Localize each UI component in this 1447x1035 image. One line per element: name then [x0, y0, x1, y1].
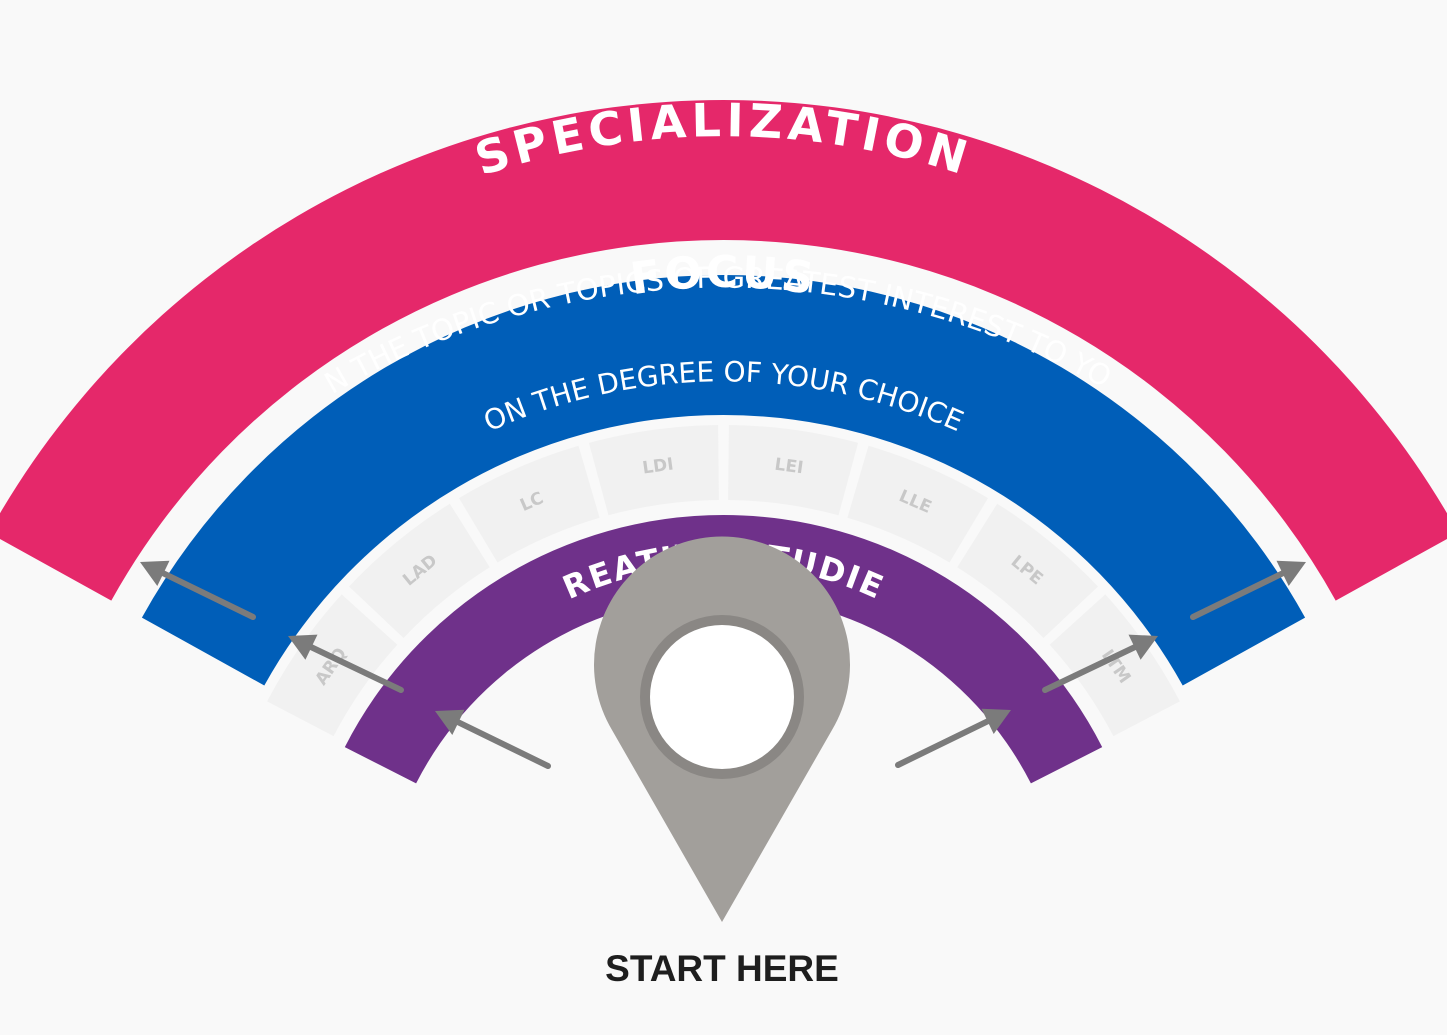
degree-segment-lle [847, 445, 988, 563]
arrow-head [1276, 560, 1306, 586]
map-pin-hole [650, 625, 794, 769]
arrow-icon [1042, 634, 1158, 693]
focus-band [141, 275, 1306, 686]
arrow-head [288, 634, 318, 660]
arrow-head [981, 708, 1011, 734]
map-pin-icon [594, 536, 851, 922]
degree-segment-ltm [1049, 594, 1180, 737]
degree-segment-ldi [588, 425, 719, 516]
arrow-shaft [304, 642, 404, 693]
degree-segment-arq [267, 594, 398, 737]
arrow-shaft [1042, 642, 1142, 693]
arrows [140, 560, 1306, 769]
start-here-label: START HERE [605, 948, 839, 989]
arrow-shaft [451, 717, 551, 769]
arrow-shaft [895, 716, 995, 768]
arrow-icon [435, 709, 551, 769]
degree-segment-lei [728, 425, 859, 516]
creative-studies-band [344, 515, 1103, 784]
degree-segment-lc [459, 445, 600, 563]
arrow-icon [1190, 560, 1306, 620]
arrow-head [140, 560, 170, 586]
arrow-head [1128, 634, 1158, 660]
arrow-icon [288, 634, 404, 693]
focus-title: FOCUS [627, 247, 819, 305]
arrow-head [435, 709, 465, 735]
degree-segment-lad [349, 503, 490, 638]
arrow-shaft [1190, 568, 1290, 620]
arrow-icon [140, 560, 256, 620]
degree-segment-lpe [957, 503, 1098, 638]
specialization-band [0, 100, 1447, 601]
arrow-shaft [156, 568, 256, 620]
degree-label-lei: LEI [773, 455, 804, 479]
degree-label-ldi: LDI [641, 454, 675, 478]
degree-segments [267, 425, 1180, 737]
arrow-icon [895, 708, 1011, 768]
